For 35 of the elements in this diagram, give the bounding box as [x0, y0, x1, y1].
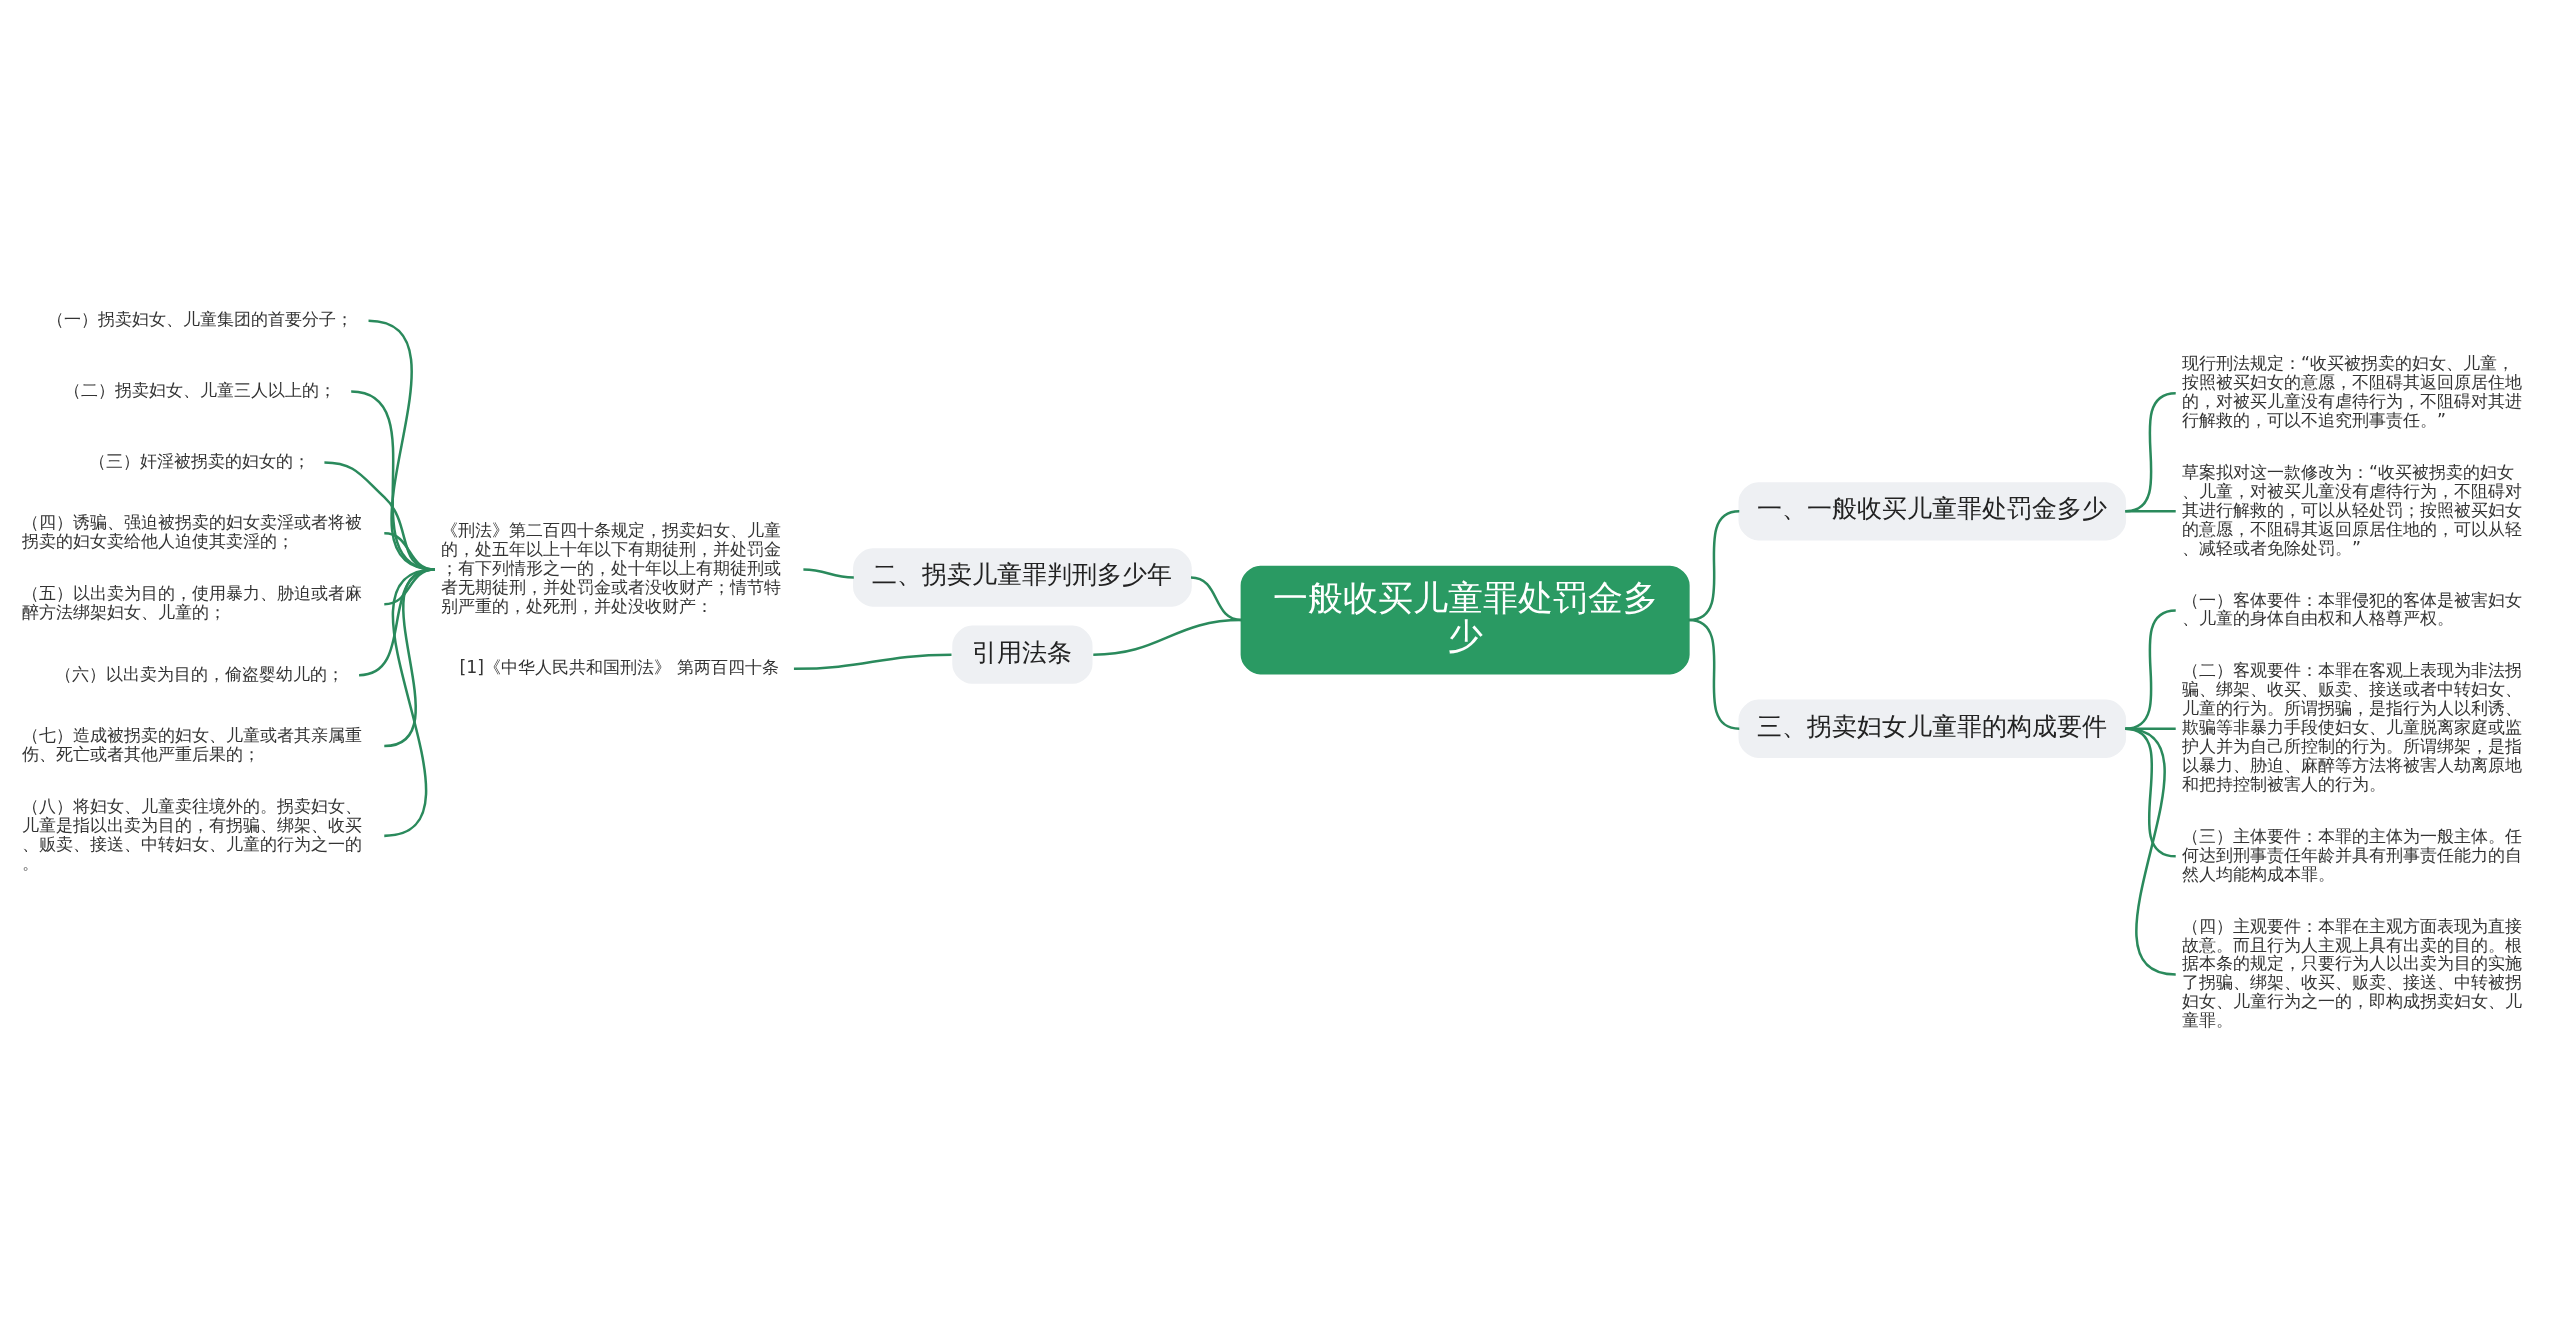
connector: [1190, 575, 1242, 621]
node-box: 三、拐卖妇女儿童罪的构成要件: [1738, 699, 2127, 758]
node-text: （六）以出卖为目的，偷盗婴幼儿的；: [55, 663, 345, 684]
connector: [803, 567, 854, 579]
connector: [384, 567, 435, 837]
connector: [1093, 618, 1242, 656]
node-text: 现行刑法规定：“收买被拐卖的妇女、儿童，按照被买妇女的意愿，不阻碍其返回原居住地的，对被买儿童没有虐待行为，不阻碍对其进行解救的，可以不追究刑事责任。”: [2182, 352, 2523, 430]
node-text: （二）拐卖妇女、儿童三人以上的；: [63, 379, 336, 400]
node-text: 《刑法》第二百四十条规定，拐卖妇女、儿童的，处五年以上十年以下有期徒刑，并处罚金；有下列情形之一的，处十年以上有期徒刑或者无期徒刑，并处罚金或者没收财产；情节特别严重的，处死刑，并处没收财产：: [441, 519, 782, 616]
connector: [2125, 608, 2176, 730]
node-box: 二、拐卖儿童罪判刑多少年: [853, 547, 1192, 607]
connector: [2125, 509, 2176, 513]
node-text: [1]《中华人民共和国刑法》 第两百四十条: [459, 656, 779, 677]
node-text: 草案拟对这一款修改为：“收买被拐卖的妇女、儿童，对被买儿童没有虐待行为，不阻碍对其进行解救的，可以从轻处罚；按照被买妇女的意愿，不阻碍其返回原居住地的，可以从轻、减轻或者免除处罚。”: [2182, 461, 2523, 558]
connector: [2125, 727, 2176, 976]
connector: [368, 318, 435, 571]
connector: [2125, 726, 2176, 730]
connector: [2125, 391, 2176, 513]
node-text: （三）奸淫被拐卖的妇女的；: [89, 450, 311, 471]
connector: [1688, 618, 1740, 730]
node-text: （七）造成被拐卖的妇女、儿童或者其亲属重伤、死亡或者其他严重后果的；: [21, 724, 362, 764]
connector: [2125, 727, 2176, 858]
node-text: （四）主观要件：本罪在主观方面表现为直接故意。而且行为人主观上具有出卖的目的。根据本条的规定，只要行为人以出卖为目的实施了拐骗、绑架、收买、贩卖、接送、中转被拐妇女、儿童行为之一的，即构成拐卖妇女、儿童罪。: [2182, 915, 2523, 1030]
node-text: （五）以出卖为目的，使用暴力、胁迫或者麻醉方法绑架妇女、儿童的；: [21, 582, 362, 622]
node-box: 一、一般收买儿童罪处罚金多少: [1738, 481, 2127, 540]
node-text: （八）将妇女、儿童卖往境外的。拐卖妇女、儿童是指以出卖为目的，有拐骗、绑架、收买、贩卖、接送、中转妇女、儿童的行为之一的。: [21, 795, 362, 873]
node-text: （三）主体要件：本罪的主体为一般主体。任何达到刑事责任年龄并具有刑事责任能力的自然人均能构成本罪。: [2182, 825, 2523, 884]
node-box: 引用法条: [952, 625, 1093, 684]
node-text: （一）拐卖妇女、儿童集团的首要分子；: [46, 308, 353, 329]
node-text: （四）诱骗、强迫被拐卖的妇女卖淫或者将被拐卖的妇女卖给他人迫使其卖淫的；: [21, 511, 362, 551]
node-text: （一）客体要件：本罪侵犯的客体是被害妇女、儿童的身体自由权和人格尊严权。: [2182, 589, 2523, 628]
connector: [793, 652, 952, 670]
node-box: 一般收买儿童罪处罚金多少: [1240, 565, 1690, 674]
node-text: （二）客观要件：本罪在客观上表现为非法拐骗、绑架、收买、贩卖、接送或者中转妇女、儿童的行为。所谓拐骗，是指行为人以利诱、欺骗等非暴力手段使妇女、儿童脱离家庭或监护人并为自己所控制的行为。所谓绑架，是指以暴力、胁迫、麻醉等方法将被害人劫离原地和把持控制被害人的行为。: [2182, 659, 2523, 794]
connector: [324, 460, 435, 571]
